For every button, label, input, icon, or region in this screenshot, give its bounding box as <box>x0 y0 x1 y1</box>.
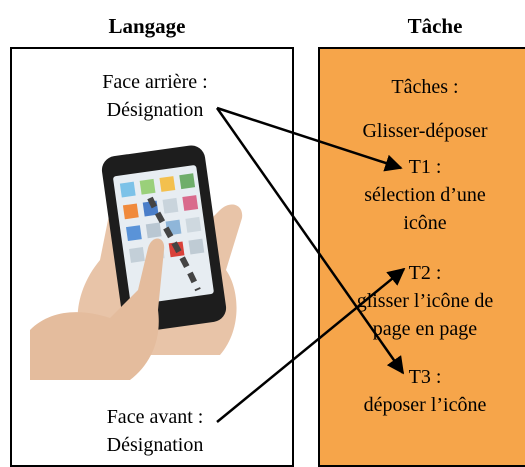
task-t2-line2: page en page <box>372 318 478 340</box>
app-icon <box>179 173 196 190</box>
task-t1: T1 : sélection d’une icône <box>330 153 520 237</box>
task-t2: T2 : glisser l’icône de page en page <box>325 259 525 343</box>
app-icon <box>159 176 176 192</box>
task-t1-line2: icône <box>403 212 447 234</box>
app-icon <box>119 181 136 198</box>
back-face-line2: Désignation <box>106 99 204 121</box>
app-icon <box>188 238 205 255</box>
smartphone-hand-photo <box>30 145 243 380</box>
drag-trail <box>147 196 201 292</box>
back-face-label: Face arrière : Désignation <box>60 68 250 124</box>
app-icon <box>145 222 162 239</box>
technique-label: Glisser-déposer <box>362 120 488 142</box>
app-icon <box>185 216 202 233</box>
app-icons <box>119 173 205 263</box>
pointing-hand-shape <box>30 238 165 380</box>
back-face-line1: Face arrière : <box>102 71 208 93</box>
front-face-label: Face avant : Désignation <box>60 403 250 459</box>
tasks-heading: Tâches : <box>391 76 459 98</box>
task-t3-label: T3 : <box>408 366 442 388</box>
app-icon <box>182 195 199 211</box>
task-t3-line1: déposer l’icône <box>363 394 487 416</box>
app-icon <box>139 178 156 195</box>
app-icon <box>129 247 145 263</box>
language-heading: Langage <box>108 14 186 38</box>
front-face-line2: Désignation <box>106 434 204 456</box>
task-t2-line1: glisser l’icône de <box>356 290 494 312</box>
task-t1-line1: sélection d’une <box>364 184 486 206</box>
app-icon <box>122 203 139 220</box>
task-t2-label: T2 : <box>408 262 442 284</box>
app-icon <box>162 197 179 214</box>
front-face-line1: Face avant : <box>106 406 204 428</box>
app-icon <box>125 225 142 242</box>
task-t1-label: T1 : <box>408 156 442 178</box>
task-t3: T3 : déposer l’icône <box>330 363 520 419</box>
task-heading: Tâche <box>407 14 463 38</box>
